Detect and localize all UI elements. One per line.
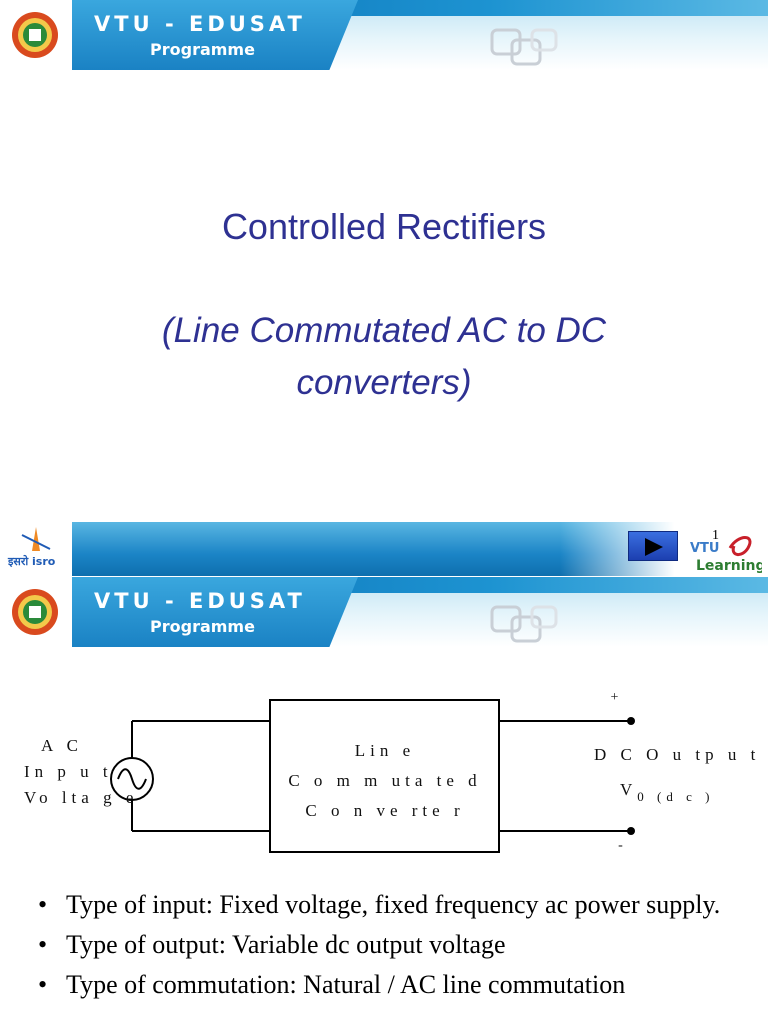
- block-label-line3: C o n ve rte r: [305, 801, 465, 820]
- slide-title: Controlled Rectifiers: [221, 206, 547, 247]
- bullet-text: Type of input: Fixed voltage, fixed freq…: [66, 890, 721, 919]
- play-button[interactable]: [628, 531, 678, 561]
- header-title: VTU - EDUSAT: [94, 12, 306, 36]
- elearning-learning-text: Learning: [696, 558, 762, 574]
- slide2-header: VTU - EDUSAT Programme: [0, 577, 768, 647]
- input-label-line2: In p u t: [24, 762, 113, 781]
- vtu-logo-icon: [12, 589, 58, 635]
- output-voltage-subscript: 0 (d c ): [637, 789, 715, 804]
- input-label-line1: A C: [41, 736, 83, 755]
- input-label: A C In p u t Vo lta g e: [24, 733, 139, 811]
- plus-sign: +: [610, 690, 624, 705]
- isro-label: इसरो isro: [7, 554, 56, 568]
- header-squares-decoration: [490, 28, 558, 66]
- slide-subtitle-line1: (Line Commutated AC to DC: [161, 311, 607, 350]
- page-number: 1: [712, 528, 719, 543]
- vtu-logo-icon: [12, 12, 58, 58]
- header-subtitle: Programme: [150, 617, 255, 636]
- output-label: D C O u tp u t: [594, 745, 761, 764]
- output-voltage-symbol: V: [620, 780, 638, 799]
- isro-logo-icon: इसरो isro: [7, 527, 56, 568]
- vtu-elearning-logo-icon: VTU Learning: [690, 536, 762, 574]
- slide-subtitle-line2: converters): [296, 363, 472, 402]
- header-subtitle: Programme: [150, 40, 255, 59]
- header-title-box: [72, 577, 358, 647]
- input-label-line3: Vo lta g e: [24, 788, 139, 807]
- minus-sign: -: [618, 838, 628, 853]
- header-title: VTU - EDUSAT: [94, 589, 306, 613]
- block-label-line1: Lin e: [354, 741, 416, 760]
- bullet-list: • Type of input: Fixed voltage, fixed fr…: [36, 888, 756, 1008]
- output-positive-terminal: [627, 717, 635, 725]
- header-title-box: [72, 0, 358, 70]
- bullet-text: Type of output: Variable dc output volta…: [66, 930, 506, 959]
- elearning-vtu-text: VTU: [690, 541, 720, 556]
- slide1-header: VTU - EDUSAT Programme: [0, 0, 768, 70]
- list-item: • Type of commutation: Natural / AC line…: [38, 970, 626, 999]
- output-voltage-label: V0 (d c ): [620, 780, 709, 805]
- sine-wave-icon: [117, 768, 147, 790]
- output-negative-terminal: [627, 827, 635, 835]
- header-squares-decoration: [490, 605, 558, 643]
- bullet-text: Type of commutation: Natural / AC line c…: [66, 970, 626, 999]
- converter-block: [269, 699, 500, 853]
- converter-block-diagram: [110, 699, 635, 853]
- list-item: • Type of output: Variable dc output vol…: [38, 930, 506, 959]
- list-item: • Type of input: Fixed voltage, fixed fr…: [38, 890, 721, 919]
- block-label: Lin e C o m m uta te d C o n ve rte r: [280, 736, 490, 826]
- block-label-line2: C o m m uta te d: [288, 771, 482, 790]
- play-icon: [645, 538, 663, 556]
